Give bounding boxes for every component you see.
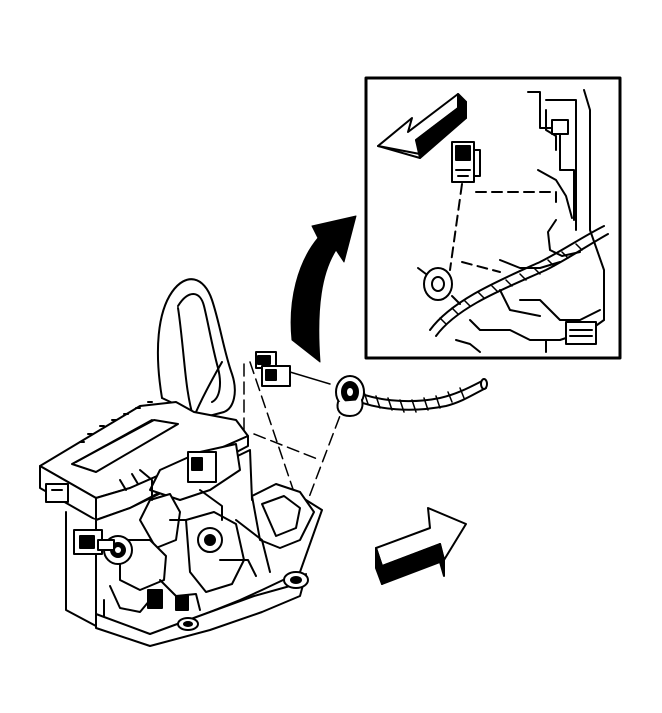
leader-lines xyxy=(243,361,347,505)
shift-lever-knob xyxy=(156,278,236,421)
curved-callout-arrow xyxy=(290,215,357,363)
cable-grommet xyxy=(335,375,365,417)
shift-cable xyxy=(343,378,488,413)
detail-inset xyxy=(364,76,622,360)
inset-connector xyxy=(451,141,481,183)
inset-dash-lines xyxy=(449,183,557,273)
direction-arrow-left xyxy=(377,93,467,159)
inset-cable xyxy=(417,225,609,337)
inset-bracket xyxy=(455,89,605,353)
shifter-assembly xyxy=(39,278,323,647)
shifter-housing xyxy=(65,443,323,647)
direction-arrow-right xyxy=(375,507,467,585)
electrical-connector xyxy=(255,351,331,387)
